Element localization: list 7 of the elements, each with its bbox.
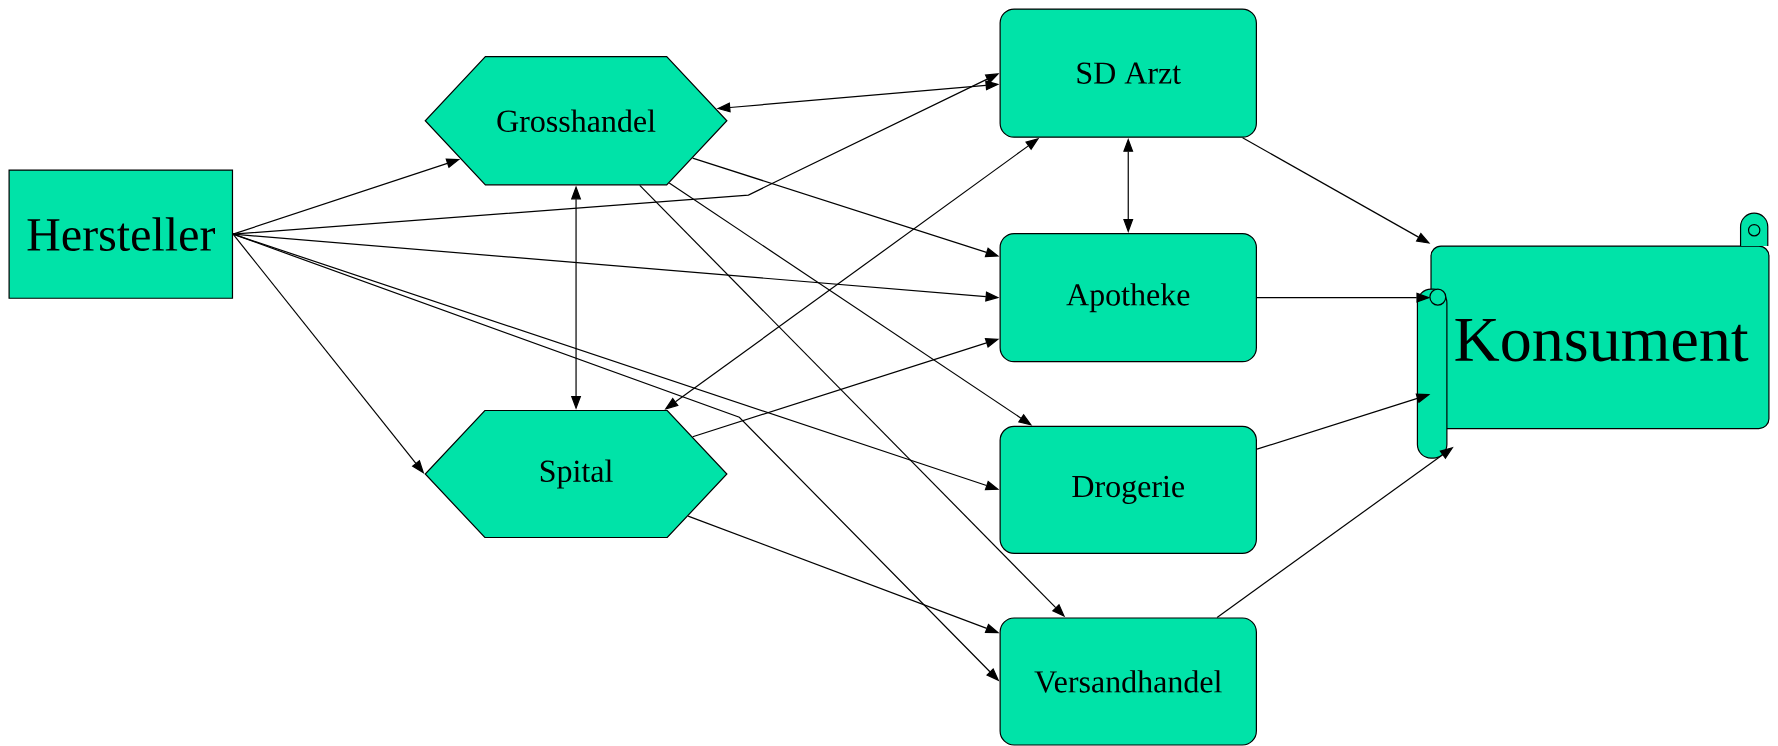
rounded-box: SD Arzt: [999, 8, 1257, 138]
rounded-box: Drogerie: [999, 425, 1257, 554]
rounded-box: Apotheke: [999, 232, 1257, 363]
hexagon-box: Grosshandel: [424, 56, 728, 186]
process-box: Hersteller: [8, 169, 234, 299]
hexagon-box: Spital: [424, 409, 728, 538]
rounded-box: Versandhandel: [999, 617, 1257, 746]
